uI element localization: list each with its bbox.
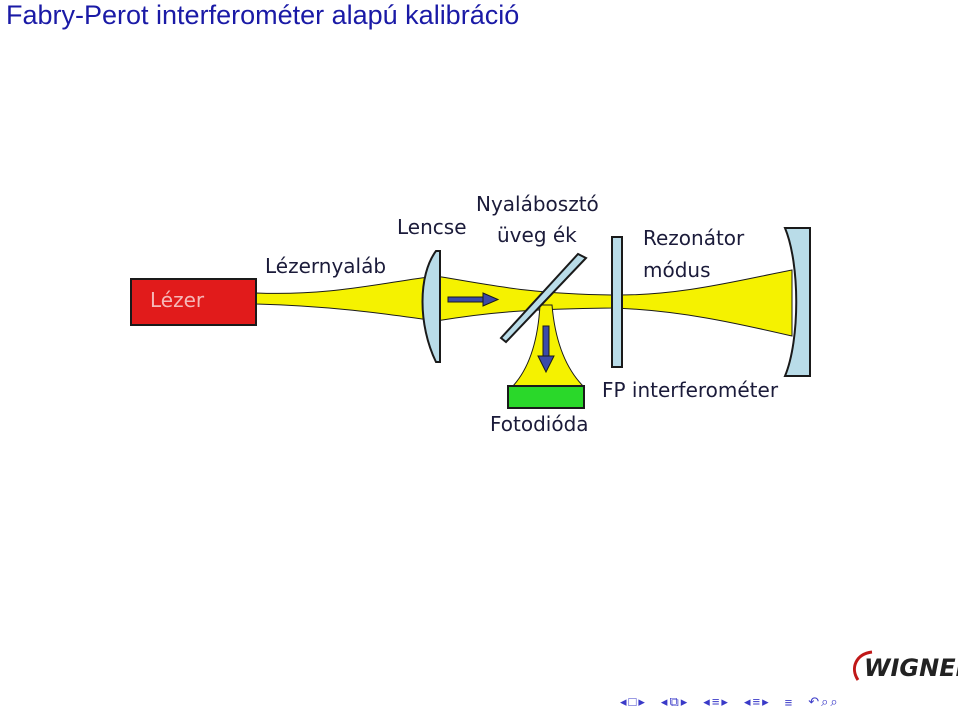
laser-beam-label: Lézernyaláb [265,254,386,278]
nav-part-icon[interactable]: ≡ [752,694,761,709]
nav-prev-subsection-icon[interactable]: ◂ [660,694,668,709]
nav-search-alt-icon[interactable]: ⌕ [830,694,838,709]
resonator-mode-beam [611,269,793,337]
nav-undo-icon[interactable]: ↶ [808,694,820,709]
beamsplitter-wedge [499,252,588,344]
laser-beam [255,275,437,322]
fp-interferometer-plate [611,236,623,368]
lens-label: Lencse [397,215,467,239]
beamsplitter-label-line1: Nyalábosztó [476,192,599,216]
nav-next-section-icon[interactable]: ▸ [721,694,728,709]
nav-next-frame-icon[interactable]: ▸ [638,694,645,709]
nav-next-subsection-icon[interactable]: ▸ [680,694,688,709]
photodiode [507,385,585,409]
fp-interferometer-label: FP interferométer [602,378,779,402]
laser-box [130,278,257,326]
nav-prev-section-icon[interactable]: ◂ [703,694,710,709]
photodiode-label: Fotodióda [490,412,589,436]
nav-frame-icon[interactable]: □ [628,694,637,709]
forward-arrow-icon [447,292,500,307]
wigner-logo: WIGNER [853,650,958,682]
wigner-logo-text: WIGNER [864,654,958,682]
nav-align-icon[interactable]: ≡ [784,694,793,710]
beamer-navigation: ◂ □ ▸ ◂ ⧉ ▸ ◂ ≡ ▸ ◂ ≡ ▸ ≡ ↶ ⌕ ⌕ [600,690,960,714]
lens [421,250,441,363]
nav-prev-frame-icon[interactable]: ◂ [620,694,627,709]
down-arrow-icon [537,325,555,374]
resonator-label-line1: Rezonátor [643,226,745,250]
nav-prev-part-icon[interactable]: ◂ [743,694,751,709]
nav-section-icon[interactable]: ≡ [711,694,720,709]
nav-subsection-icon[interactable]: ⧉ [669,694,679,709]
resonator-label-line2: módus [643,258,711,282]
nav-search-icon[interactable]: ⌕ [821,694,829,709]
slide-title: Fabry-Perot interferométer alapú kalibrá… [6,0,520,30]
beamsplitter-label-line2: üveg ék [497,223,577,247]
nav-next-part-icon[interactable]: ▸ [762,694,769,709]
laser-label: Lézer [150,288,205,312]
concave-mirror [783,227,811,377]
